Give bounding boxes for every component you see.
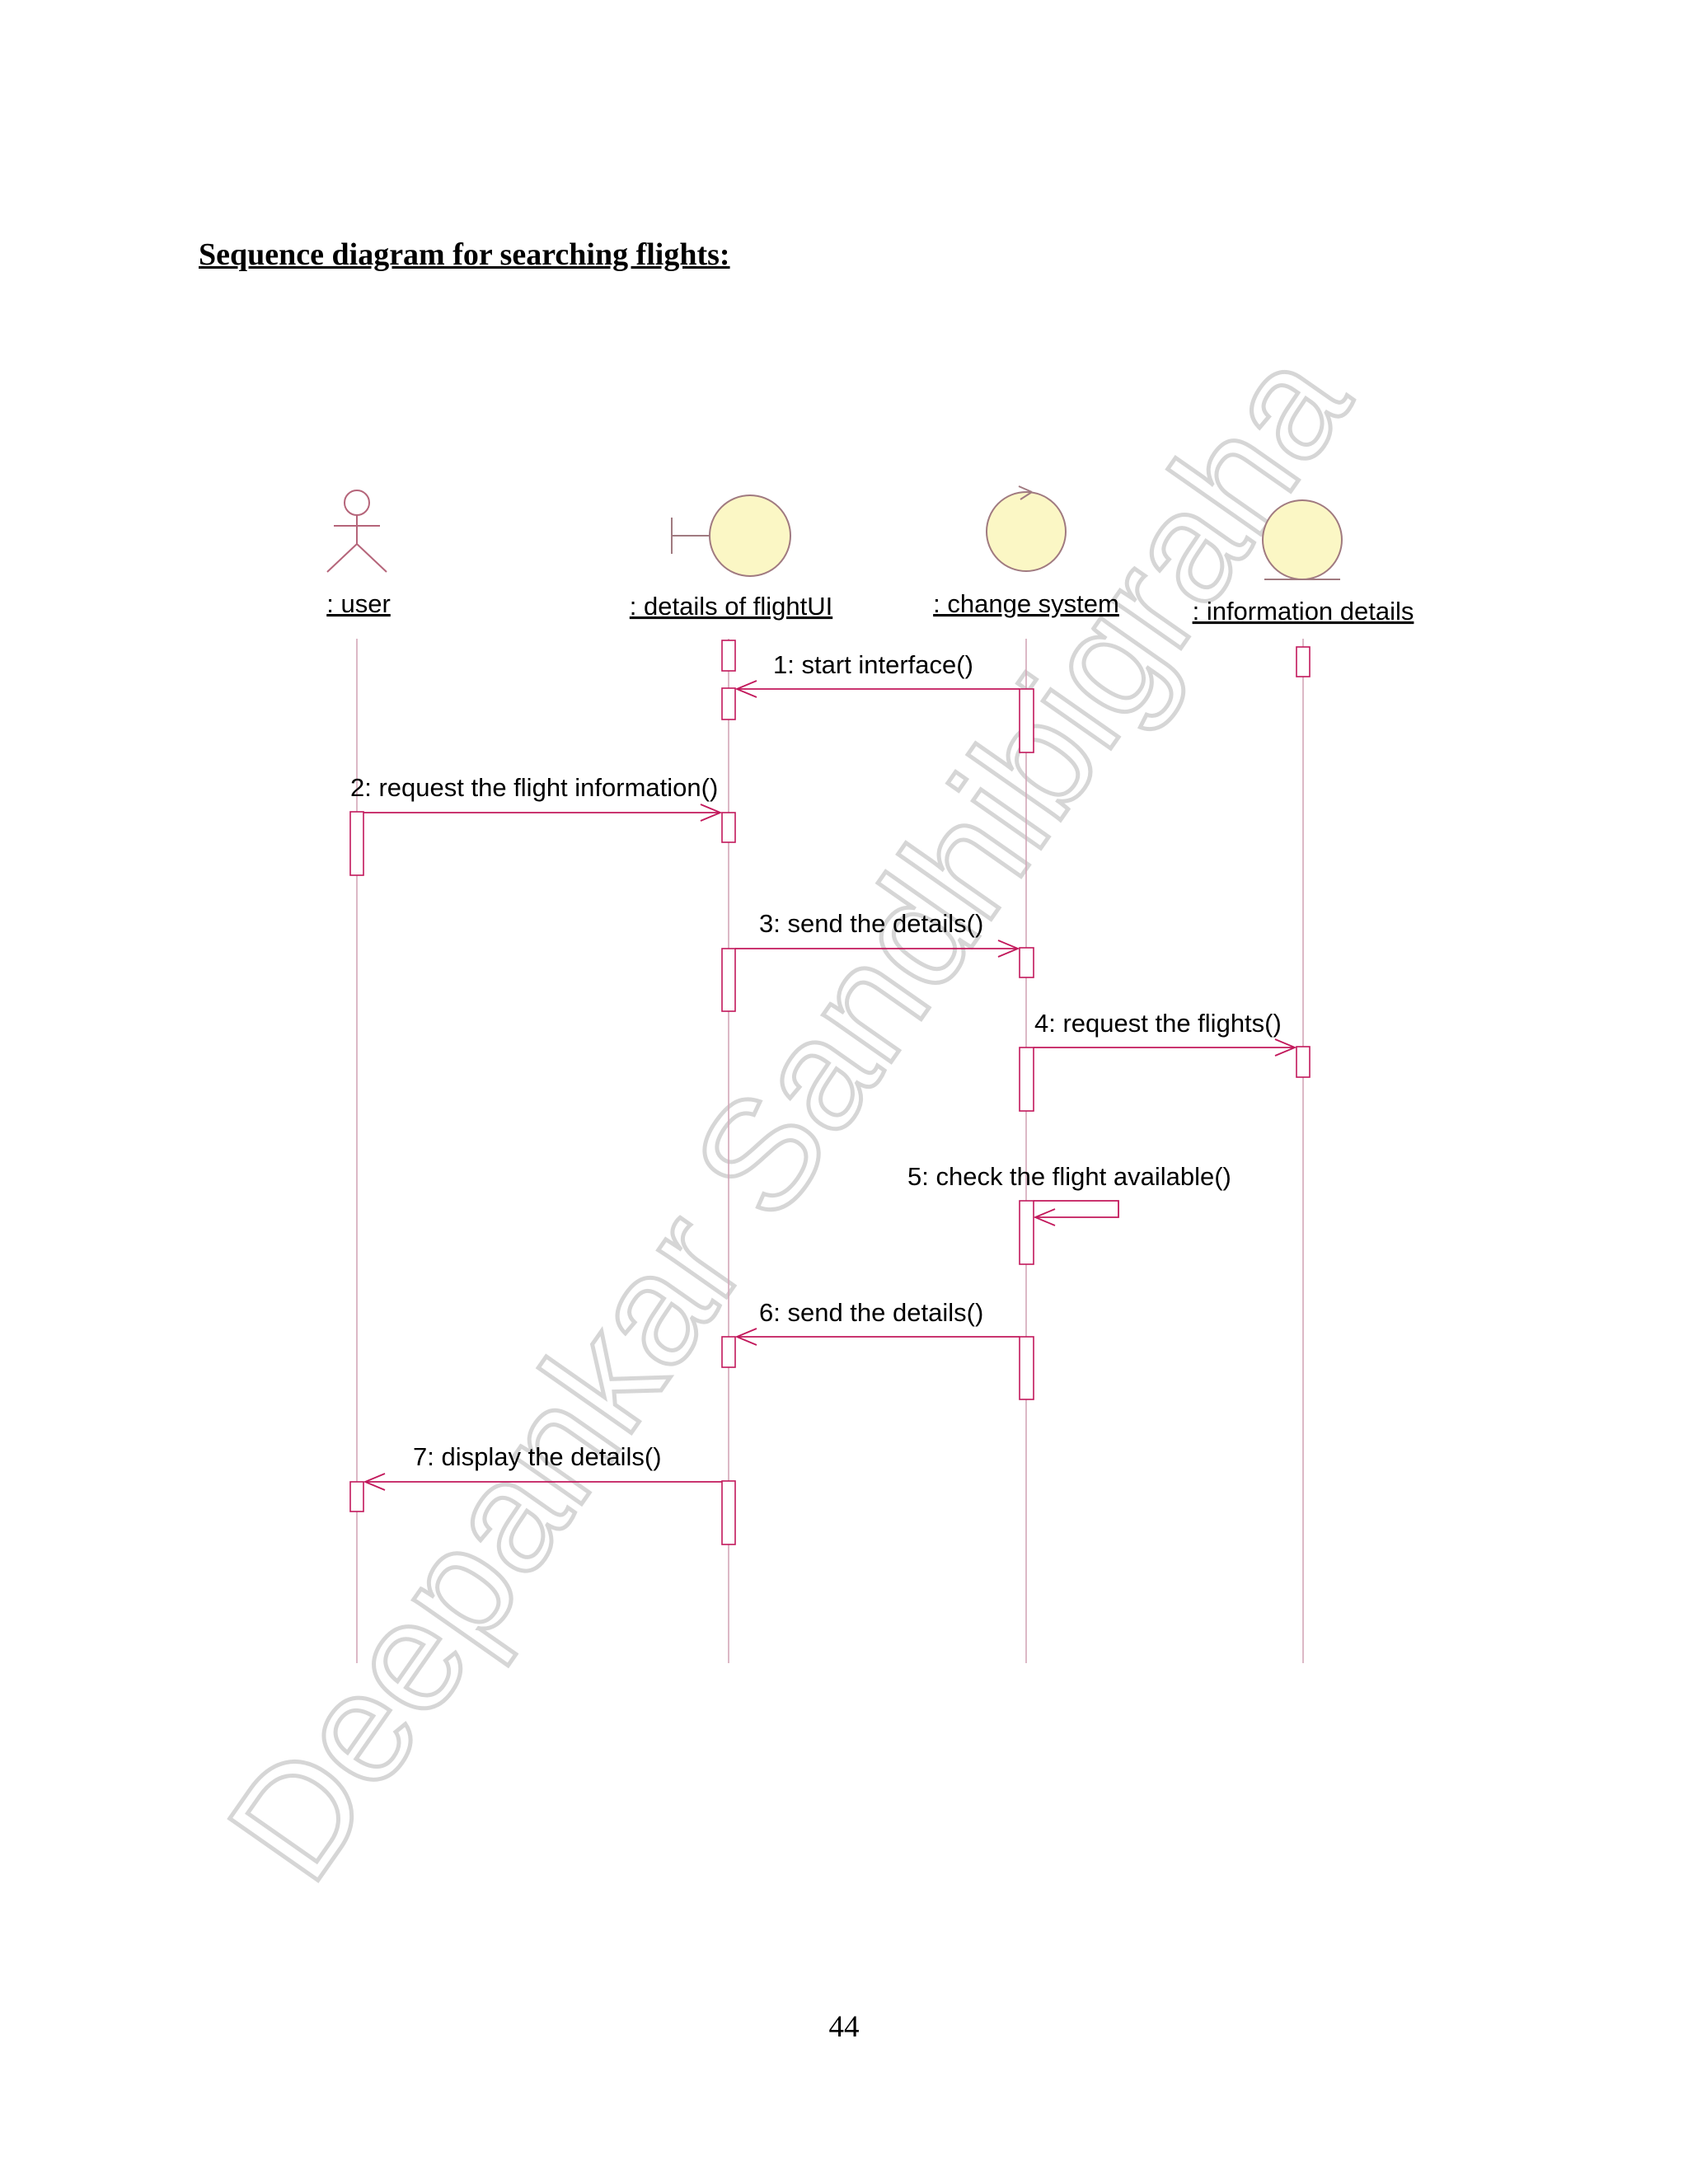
boundary-icon [671, 494, 791, 577]
entity-icon [1262, 499, 1343, 580]
activation-box [1019, 947, 1034, 978]
activation-box [721, 812, 736, 843]
arrowhead [997, 940, 1020, 958]
activation-box [721, 687, 736, 720]
arrowhead [734, 1328, 757, 1346]
arrowhead [700, 804, 723, 822]
participant-label-info: : information details [1193, 597, 1414, 626]
participant-label-user: : user [326, 589, 391, 618]
activation-box [721, 948, 736, 1012]
control-icon [986, 485, 1067, 572]
arrowhead [1274, 1038, 1297, 1057]
activation-box [1296, 1046, 1311, 1078]
activation-box [721, 1336, 736, 1368]
activation-box [1296, 646, 1311, 677]
activation-box [721, 640, 736, 672]
page-title: Sequence diagram for searching flights: [199, 237, 730, 272]
page-number: 44 [828, 2010, 860, 2044]
watermark: Deepankar Sandhibigraha [195, 319, 1382, 1910]
participant-label-ui: : details of flightUI [630, 592, 832, 621]
activation-box [349, 811, 364, 876]
message-label: 7: display the details() [413, 1442, 662, 1471]
activation-box [1019, 688, 1034, 753]
activation-box [1019, 1047, 1034, 1112]
message-label: 6: send the details() [759, 1298, 983, 1327]
activation-box [1019, 1200, 1034, 1265]
message-label: 1: start interface() [773, 650, 973, 679]
activation-box [349, 1481, 364, 1512]
message-label: 2: request the flight information() [350, 773, 718, 802]
message-label: 3: send the details() [759, 909, 983, 938]
arrowhead [1033, 1208, 1056, 1226]
message-label: 5: check the flight available() [907, 1162, 1231, 1191]
arrowhead [363, 1473, 386, 1491]
activation-box [721, 1480, 736, 1545]
message-label: 4: request the flights() [1034, 1009, 1282, 1038]
actor-icon [326, 490, 387, 573]
participant-label-ctrl: : change system [933, 589, 1119, 618]
arrowhead [734, 680, 757, 698]
activation-box [1019, 1336, 1034, 1400]
message-arrow [1034, 1200, 1119, 1218]
